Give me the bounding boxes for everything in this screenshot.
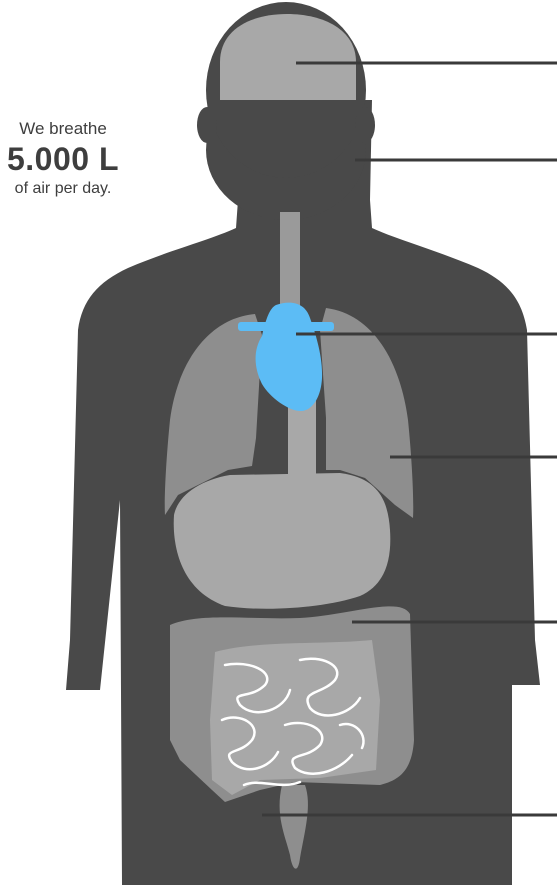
stomach [174,473,391,609]
stat-intro-text: We breathe [0,118,138,140]
stat-outro-text: of air per day. [0,178,138,200]
stat-value: 5.000 L [0,140,138,178]
breathing-stat: We breathe 5.000 L of air per day. [0,118,138,200]
brain [220,14,356,100]
